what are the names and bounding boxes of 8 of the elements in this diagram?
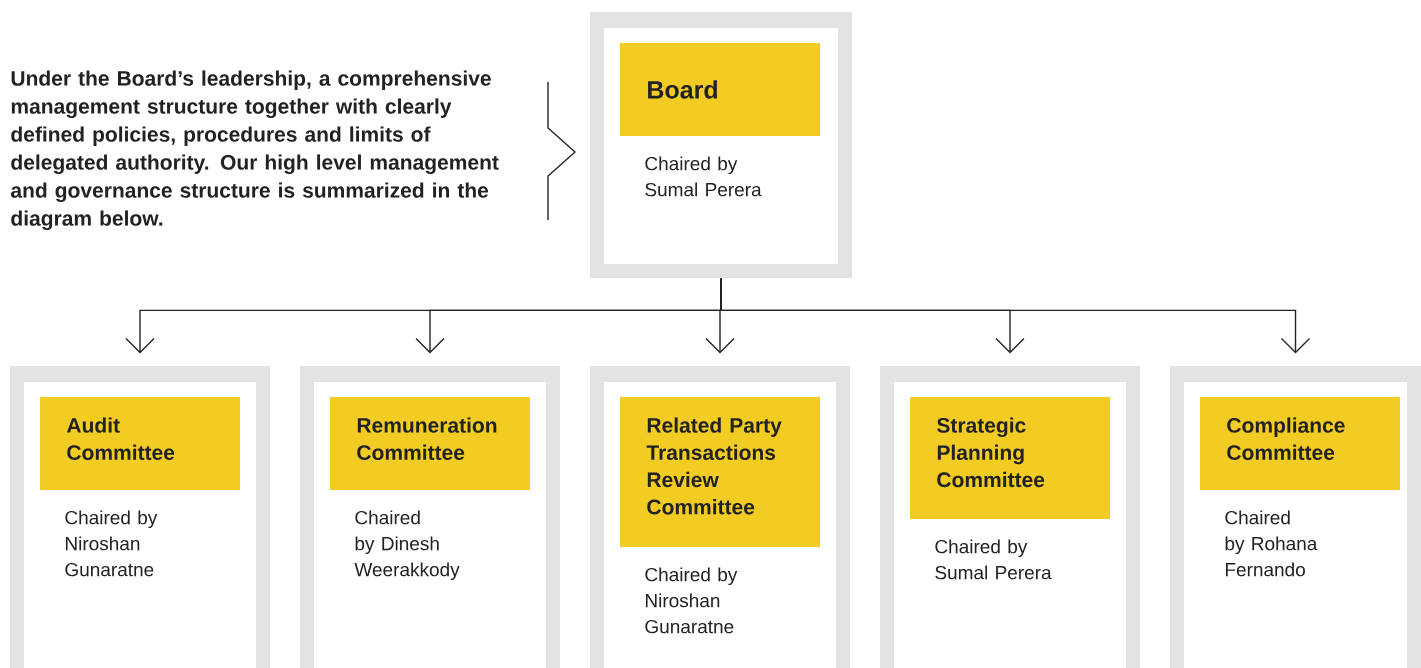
- committee-card: Remuneration Committee Chaired by Dinesh Weerakkody: [300, 366, 560, 668]
- intro-text: Under the Board’s leadership, a comprehensive management structure together with clearly defined policies, procedures and limits of delegated authority. Our high level management and governance structure is summarized in the diagram below.: [11, 70, 499, 231]
- committee-card: Compliance Committee Chaired by Rohana Fernando: [1170, 366, 1421, 668]
- board-card: Board Chaired by Sumal Perera: [590, 12, 852, 278]
- committee-card: Audit Committee Chaired by Niroshan Gunaratne: [10, 366, 270, 668]
- committee-card: Strategic Planning Committee Chaired by Sumal Perera: [880, 366, 1140, 668]
- connector-arrow: [720, 277, 1311, 354]
- committee-card: Related Party Transactions Review Committee Chaired by Niroshan Gunaratne: [590, 366, 850, 668]
